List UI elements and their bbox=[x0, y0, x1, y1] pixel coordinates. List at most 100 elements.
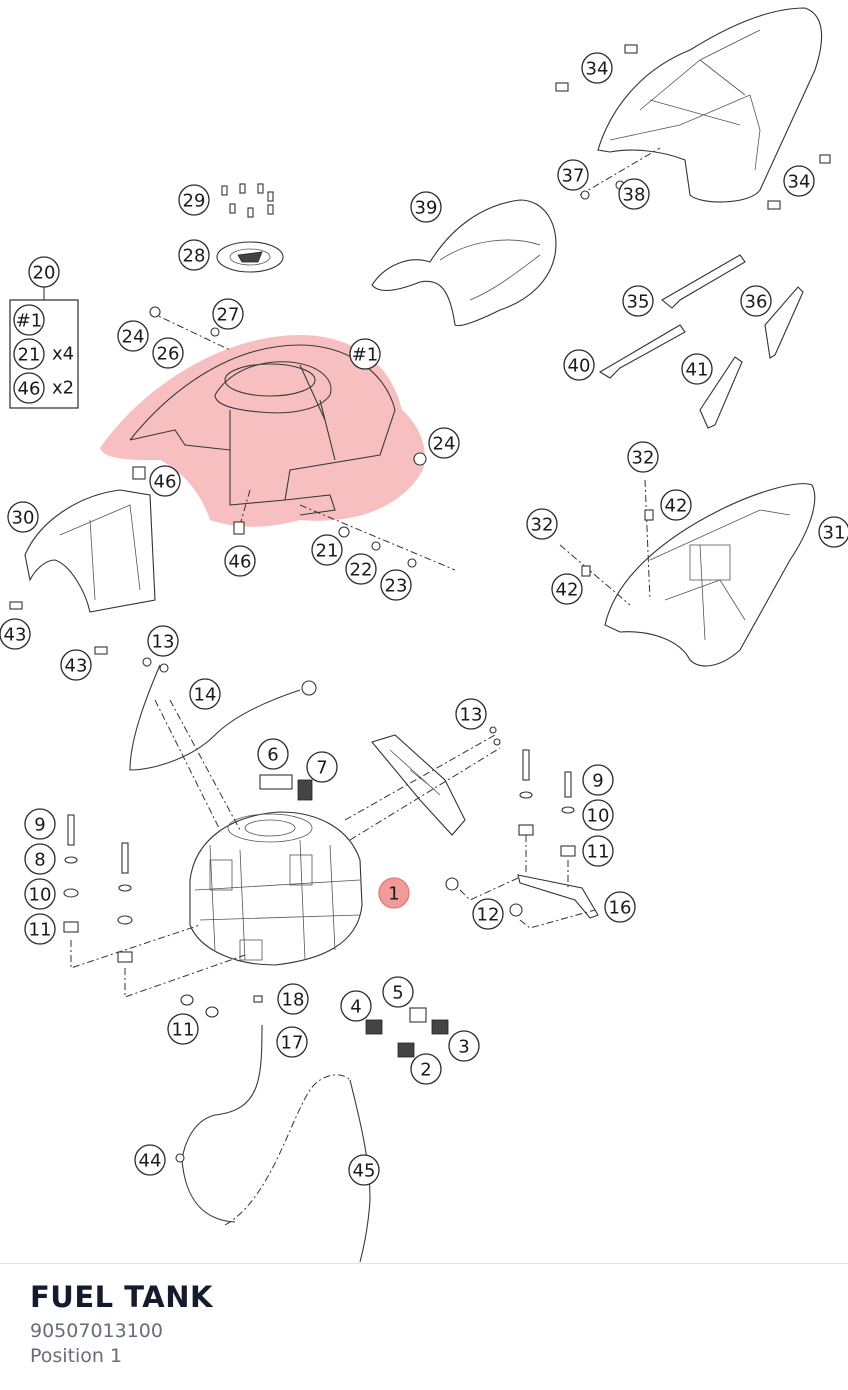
fuel-pump-bracket[interactable] bbox=[371, 734, 466, 836]
callout-label: 34 bbox=[586, 59, 609, 80]
callout-label: 10 bbox=[587, 806, 610, 827]
callout-label: 11 bbox=[29, 920, 52, 941]
callout-label: 10 bbox=[29, 885, 52, 906]
callout-8[interactable]: 8 bbox=[24, 843, 56, 875]
callout-11[interactable]: 11 bbox=[582, 835, 614, 867]
callout-4[interactable]: 4 bbox=[340, 990, 372, 1022]
bracket-16[interactable] bbox=[517, 874, 599, 919]
rear-subframe-31[interactable] bbox=[604, 483, 816, 667]
callout-label: 21 bbox=[18, 345, 41, 366]
callout-31[interactable]: 31 bbox=[818, 516, 848, 548]
callout-46[interactable]: 46 bbox=[224, 545, 256, 577]
callout-42[interactable]: 42 bbox=[551, 573, 583, 605]
callout-23[interactable]: 23 bbox=[380, 569, 412, 601]
callout-30[interactable]: 30 bbox=[7, 501, 39, 533]
small-hardware bbox=[9, 44, 831, 1163]
callout-32[interactable]: 32 bbox=[526, 508, 558, 540]
legend-row-46[interactable]: 46 bbox=[13, 372, 45, 404]
callout-6[interactable]: 6 bbox=[257, 738, 289, 770]
callout-32[interactable]: 32 bbox=[627, 441, 659, 473]
tank-cover-part[interactable] bbox=[100, 335, 425, 527]
callout-label: 46 bbox=[229, 552, 252, 573]
callout-3[interactable]: 3 bbox=[448, 1030, 480, 1062]
callout-label: 20 bbox=[33, 263, 56, 284]
callout-14[interactable]: 14 bbox=[189, 678, 221, 710]
callout-2[interactable]: 2 bbox=[410, 1053, 442, 1085]
callout-34[interactable]: 34 bbox=[783, 165, 815, 197]
part-position: Position 1 bbox=[30, 1345, 123, 1367]
callout-27[interactable]: 27 bbox=[212, 298, 244, 330]
callout-11[interactable]: 11 bbox=[24, 913, 56, 945]
callout-label: 16 bbox=[609, 898, 632, 919]
callout-28[interactable]: 28 bbox=[178, 239, 210, 271]
callout-43[interactable]: 43 bbox=[0, 618, 31, 650]
callout-10[interactable]: 10 bbox=[582, 799, 614, 831]
callout-label: 28 bbox=[183, 246, 206, 267]
callout-9[interactable]: 9 bbox=[24, 808, 56, 840]
callout-label: 7 bbox=[316, 758, 327, 779]
callout-16[interactable]: 16 bbox=[604, 891, 636, 923]
callout-17[interactable]: 17 bbox=[276, 1026, 308, 1058]
callout-38[interactable]: 38 bbox=[618, 178, 650, 210]
callout-label: 13 bbox=[460, 705, 483, 726]
rear-seat[interactable] bbox=[597, 7, 823, 203]
callout-label: 17 bbox=[281, 1033, 304, 1054]
front-seat[interactable] bbox=[371, 199, 557, 327]
callout-43[interactable]: 43 bbox=[60, 649, 92, 681]
callout-10[interactable]: 10 bbox=[24, 878, 56, 910]
callout-24[interactable]: 24 bbox=[428, 427, 460, 459]
callout-41[interactable]: 41 bbox=[681, 353, 713, 385]
fuel-cap-28[interactable] bbox=[216, 241, 284, 273]
callout-36[interactable]: 36 bbox=[740, 285, 772, 317]
callout-29[interactable]: 29 bbox=[178, 184, 210, 216]
callout-9[interactable]: 9 bbox=[582, 764, 614, 796]
part-info-panel: FUEL TANK 90507013100 Position 1 bbox=[30, 1280, 213, 1369]
callout-40[interactable]: 40 bbox=[563, 349, 595, 381]
callout-37[interactable]: 37 bbox=[557, 159, 589, 191]
trim-strips[interactable] bbox=[598, 254, 804, 429]
callout-46[interactable]: 46 bbox=[149, 465, 181, 497]
legend-callout-20[interactable]: 20 bbox=[28, 256, 60, 288]
side-trim-30[interactable] bbox=[24, 489, 156, 613]
legend-quantity: x4 bbox=[52, 344, 74, 365]
callout-label: 34 bbox=[788, 172, 811, 193]
callout-label: 11 bbox=[587, 842, 610, 863]
callout-24[interactable]: 24 bbox=[117, 320, 149, 352]
callout-22[interactable]: 22 bbox=[345, 553, 377, 585]
callout-label: 12 bbox=[477, 905, 500, 926]
callout-39[interactable]: 39 bbox=[410, 191, 442, 223]
callout-18[interactable]: 18 bbox=[277, 983, 309, 1015]
callout-45[interactable]: 45 bbox=[348, 1154, 380, 1186]
callout-label: 5 bbox=[392, 983, 403, 1004]
callout-5[interactable]: 5 bbox=[382, 976, 414, 1008]
callout-label: 22 bbox=[350, 560, 373, 581]
legend-row-hash1[interactable]: #1 bbox=[13, 304, 45, 336]
callout-12[interactable]: 12 bbox=[472, 898, 504, 930]
callout-21[interactable]: 21 bbox=[311, 534, 343, 566]
callout-44[interactable]: 44 bbox=[134, 1144, 166, 1176]
callout-label: 43 bbox=[65, 656, 88, 677]
callout-label: 42 bbox=[556, 580, 579, 601]
callout-label: 21 bbox=[316, 541, 339, 562]
callout-label: 46 bbox=[18, 379, 41, 400]
callout-label: #1 bbox=[16, 311, 43, 332]
legend-row-21[interactable]: 21 bbox=[13, 338, 45, 370]
footer-divider bbox=[0, 1263, 848, 1264]
callout-26[interactable]: 26 bbox=[152, 337, 184, 369]
callout-34[interactable]: 34 bbox=[581, 52, 613, 84]
callout-11[interactable]: 11 bbox=[167, 1013, 199, 1045]
fuel-tank-1[interactable] bbox=[189, 811, 363, 966]
callout-13[interactable]: 13 bbox=[147, 625, 179, 657]
callout-7[interactable]: 7 bbox=[306, 751, 338, 783]
callout-35[interactable]: 35 bbox=[622, 285, 654, 317]
callout-hash1[interactable]: #1 bbox=[349, 338, 381, 370]
callout-label: 24 bbox=[122, 327, 145, 348]
callout-label: 35 bbox=[627, 292, 650, 313]
callout-label: 3 bbox=[458, 1037, 469, 1058]
part-title: FUEL TANK bbox=[30, 1280, 213, 1314]
callout-1-highlighted[interactable]: 1 bbox=[378, 877, 410, 909]
callout-13[interactable]: 13 bbox=[455, 698, 487, 730]
rubber-blocks bbox=[259, 774, 449, 1058]
callout-42[interactable]: 42 bbox=[660, 489, 692, 521]
